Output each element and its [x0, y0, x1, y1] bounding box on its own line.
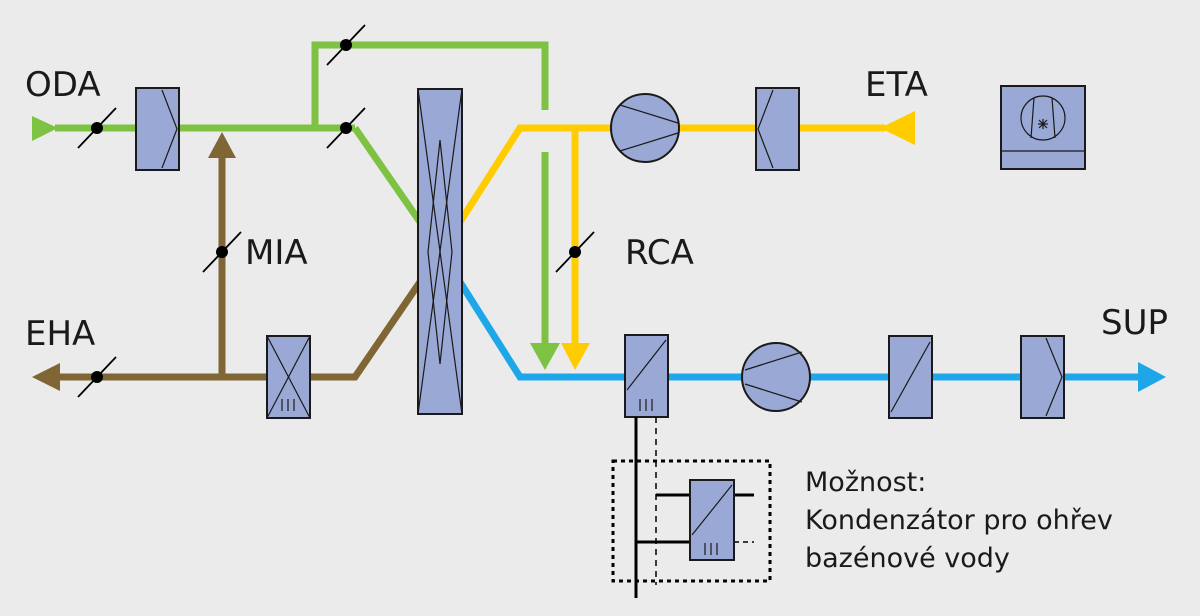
green-down-arrow	[530, 343, 560, 370]
label-mia: MIA	[245, 233, 308, 273]
supply-condenser-coil	[624, 334, 669, 418]
mia-up-arrow	[208, 132, 236, 158]
supply-air-duct	[457, 280, 1140, 381]
eta-filter	[755, 87, 800, 171]
damper-oda	[77, 107, 117, 149]
damper-bypass-top	[326, 24, 366, 66]
exhaust-coil	[266, 335, 311, 419]
option-note-line3: bazénové vody	[805, 543, 1010, 574]
oda-filter	[135, 87, 180, 171]
label-rca: RCA	[625, 233, 694, 273]
controller-icon	[1000, 85, 1086, 170]
exhaust-air-duct	[60, 155, 423, 381]
supply-heater	[888, 335, 933, 419]
supply-fan	[741, 342, 811, 412]
extract-fan	[610, 93, 680, 163]
label-eha: EHA	[25, 314, 96, 354]
label-sup: SUP	[1101, 303, 1168, 343]
damper-rca	[555, 231, 595, 273]
label-oda: ODA	[25, 65, 101, 105]
option-note-line2: Kondenzátor pro ohřev	[805, 505, 1113, 536]
oda-inlet-arrow	[32, 116, 58, 141]
sup-outlet-arrow	[1138, 362, 1166, 392]
optional-condenser-coil	[689, 479, 735, 561]
outdoor-air-duct	[55, 41, 549, 345]
damper-mia	[202, 231, 242, 273]
sup-filter	[1020, 335, 1065, 419]
yellow-down-arrow	[561, 343, 590, 370]
label-eta: ETA	[865, 65, 928, 105]
heat-exchanger	[417, 88, 463, 415]
optional-condenser-piping	[611, 417, 772, 598]
option-note: Možnost: Kondenzátor pro ohřev bazénové …	[805, 464, 1113, 578]
damper-eha	[77, 356, 117, 398]
option-note-line1: Možnost:	[805, 467, 927, 498]
damper-oda-hx	[326, 107, 366, 149]
eta-inlet-arrow	[880, 111, 915, 145]
eha-outlet-arrow	[32, 363, 60, 391]
